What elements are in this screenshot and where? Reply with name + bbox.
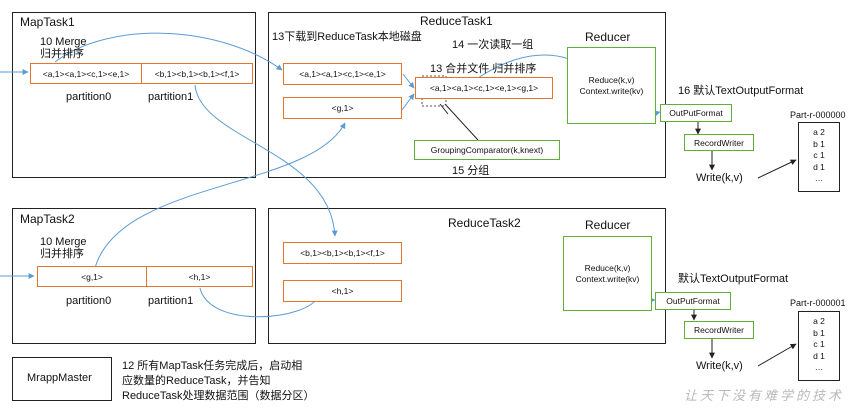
output1-file-line: d 1 bbox=[813, 161, 825, 172]
output1-file-line: … bbox=[814, 173, 824, 183]
grouping-label: 15 分组 bbox=[452, 165, 490, 177]
maptask2-partition0-box: <g,1> bbox=[37, 266, 147, 287]
reducetask1-g-box: <g,1> bbox=[283, 97, 402, 119]
output1-recordwriter-box: RecordWriter bbox=[684, 134, 754, 151]
reducetask1-merged-box: <a,1><a,1><c,1><e,1><g,1> bbox=[415, 77, 553, 99]
maptask2-partition1-label: partition1 bbox=[148, 295, 194, 307]
output2-outputformat-box: OutPutFormat bbox=[655, 292, 731, 310]
read-one-group-label: 14 一次读取一组 bbox=[452, 39, 534, 51]
maptask1-partition0-label: partition0 bbox=[66, 91, 112, 103]
reducer1-context-text: Context.write(kv) bbox=[579, 85, 644, 96]
maptask1-partition1-label: partition1 bbox=[148, 91, 194, 103]
r1-a-to-merge-arrow bbox=[402, 73, 415, 89]
output1-file-line: b 1 bbox=[813, 138, 825, 149]
output1-write-label: Write(k,v) bbox=[696, 172, 743, 184]
reducetask2-b-box: <b,1><b,1><b,1><f,1> bbox=[283, 242, 402, 264]
merge-sort-label: 13 合并文件 归并排序 bbox=[430, 63, 537, 75]
output1-file-name: Part-r-000000 bbox=[790, 110, 846, 120]
output2-textoutputformat-label: 默认TextOutputFormat bbox=[678, 273, 789, 285]
maptask1-title: MapTask1 bbox=[20, 15, 75, 29]
maptask1-partition1-box: <b,1><b,1><b,1><f,1> bbox=[141, 63, 253, 84]
reducetask1-a-box: <a,1><a,1><c,1><e,1> bbox=[283, 63, 402, 85]
reducer1-title: Reducer bbox=[585, 30, 631, 44]
grouping-to-merge-line bbox=[444, 103, 479, 141]
maptask1-merge-label: 10 Merge 归并排序 bbox=[40, 36, 87, 60]
reducer2-reduce-text: Reduce(k,v) bbox=[584, 262, 631, 273]
output2-file-line: a 2 bbox=[813, 316, 825, 326]
m2p0-to-r1-arrow bbox=[94, 122, 346, 269]
output2-file-line: d 1 bbox=[813, 350, 825, 361]
reducer1-reduce-text: Reduce(k,v) bbox=[588, 74, 635, 85]
r1-g-to-merge-arrow bbox=[401, 93, 415, 111]
output1-textoutputformat-label: 16 默认TextOutputFormat bbox=[678, 85, 804, 97]
write1-to-file-arrow bbox=[757, 159, 797, 179]
maptask2-merge-label: 10 Merge 归并排序 bbox=[40, 236, 87, 260]
maptask2-partition0-label: partition0 bbox=[66, 295, 112, 307]
output1-file-box: a 2 b 1 c 1 d 1 … bbox=[798, 122, 840, 192]
output2-file-line: c 1 bbox=[813, 339, 825, 349]
m2p1-to-r2-arrow bbox=[199, 287, 320, 318]
watermark: 让天下没有难学的技术 bbox=[684, 389, 845, 404]
reducer2-title: Reducer bbox=[585, 218, 631, 232]
reducetask2-h-box: <h,1> bbox=[283, 280, 402, 302]
m1p0-to-r1-arrow bbox=[54, 32, 283, 71]
maptask2-title: MapTask2 bbox=[20, 212, 75, 226]
output2-file-name: Part-r-000001 bbox=[790, 298, 846, 308]
maptask1-panel bbox=[12, 12, 256, 178]
output2-file-line: b 1 bbox=[813, 327, 825, 338]
maptask1-partition0-box: <a,1><a,1><c,1><e,1> bbox=[30, 63, 142, 84]
reducetask2-title: ReduceTask2 bbox=[448, 216, 521, 230]
output1-outputformat-box: OutPutFormat bbox=[660, 104, 732, 122]
mrappmaster-title: MrappMaster bbox=[27, 372, 92, 384]
output2-recordwriter-box: RecordWriter bbox=[684, 321, 754, 339]
mrappmaster-note: 12 所有MapTask任务完成后，启动相 应数量的ReduceTask，并告知… bbox=[122, 360, 315, 402]
reducetask1-title: ReduceTask1 bbox=[420, 14, 493, 28]
reducer2-context-text: Context.write(kv) bbox=[575, 273, 640, 284]
grouping-comparator-box: GroupingComparator(k,knext) bbox=[414, 140, 560, 160]
output1-file-line: a 2 bbox=[813, 127, 825, 137]
output1-file-line: c 1 bbox=[813, 150, 825, 160]
output2-write-label: Write(k,v) bbox=[696, 360, 743, 372]
reducer2-box: Reduce(k,v) Context.write(kv) bbox=[563, 236, 652, 311]
write2-to-file-arrow bbox=[757, 343, 797, 367]
m1p1-to-r2-arrow bbox=[194, 84, 338, 237]
reducer1-box: Reduce(k,v) Context.write(kv) bbox=[567, 47, 656, 124]
maptask2-partition1-box: <h,1> bbox=[146, 266, 253, 287]
output2-file-box: a 2 b 1 c 1 d 1 … bbox=[798, 311, 840, 381]
output2-file-line: … bbox=[814, 362, 824, 372]
mrappmaster-box bbox=[12, 357, 112, 401]
download-to-local-disk-label: 13下载到ReduceTask本地磁盘 bbox=[272, 31, 422, 43]
